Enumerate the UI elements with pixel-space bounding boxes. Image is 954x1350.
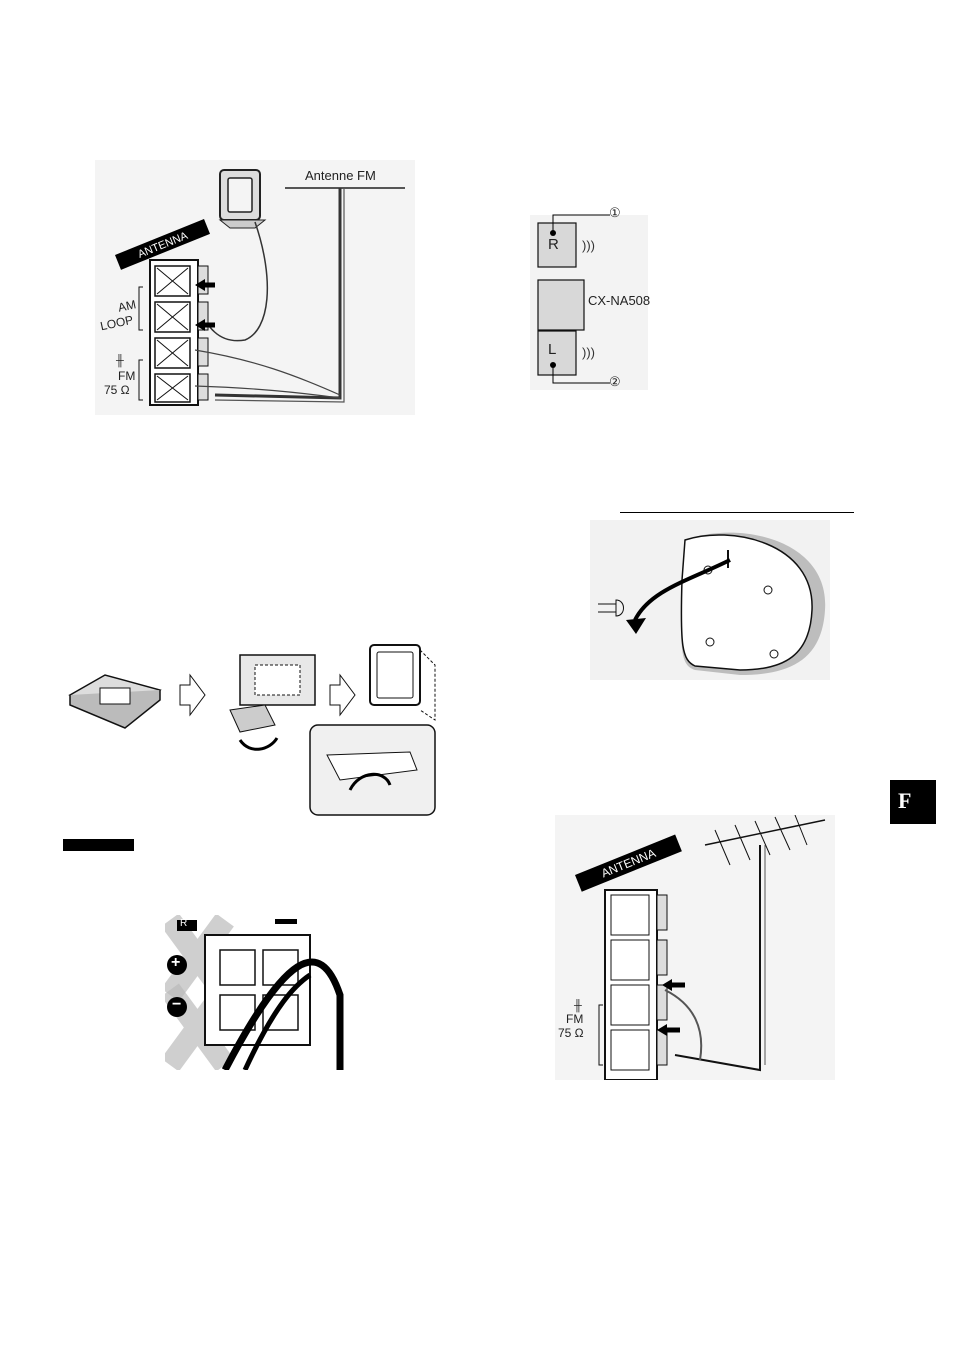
loop-assembly-figure — [65, 640, 440, 820]
channel-label: R — [180, 918, 187, 929]
callout-1: ① — [609, 205, 621, 221]
antenna-connection-figure: ANTENNA — [95, 160, 415, 415]
plus-terminal-symbol: + — [171, 954, 180, 972]
svg-text:))): ))) — [582, 345, 595, 360]
section-underline — [620, 512, 854, 513]
speaker-terminal-figure — [165, 915, 350, 1070]
language-tab-label: F — [898, 788, 911, 814]
model-label: CX-NA508 — [588, 293, 650, 308]
fm-impedance-label: 75 Ω — [104, 383, 130, 397]
minus-terminal-symbol: − — [172, 996, 181, 1014]
svg-text:))): ))) — [582, 238, 595, 253]
fm-label-2: FM — [566, 1012, 583, 1026]
ground-symbol: ╫ — [116, 355, 124, 367]
left-speaker-label: L — [548, 341, 556, 358]
section-marker-bar — [63, 839, 134, 851]
fm-antenna-label: Antenne FM — [305, 168, 376, 183]
language-tab: F — [890, 780, 936, 824]
callout-2: ② — [609, 374, 621, 390]
ground-symbol-2: ╫ — [574, 1000, 582, 1012]
right-speaker-label: R — [548, 236, 559, 253]
fm-impedance-label-2: 75 Ω — [558, 1026, 584, 1040]
speaker-rear-figure — [590, 520, 830, 680]
outdoor-antenna-figure: ANTENNA — [555, 815, 835, 1080]
fm-label: FM — [118, 369, 135, 383]
